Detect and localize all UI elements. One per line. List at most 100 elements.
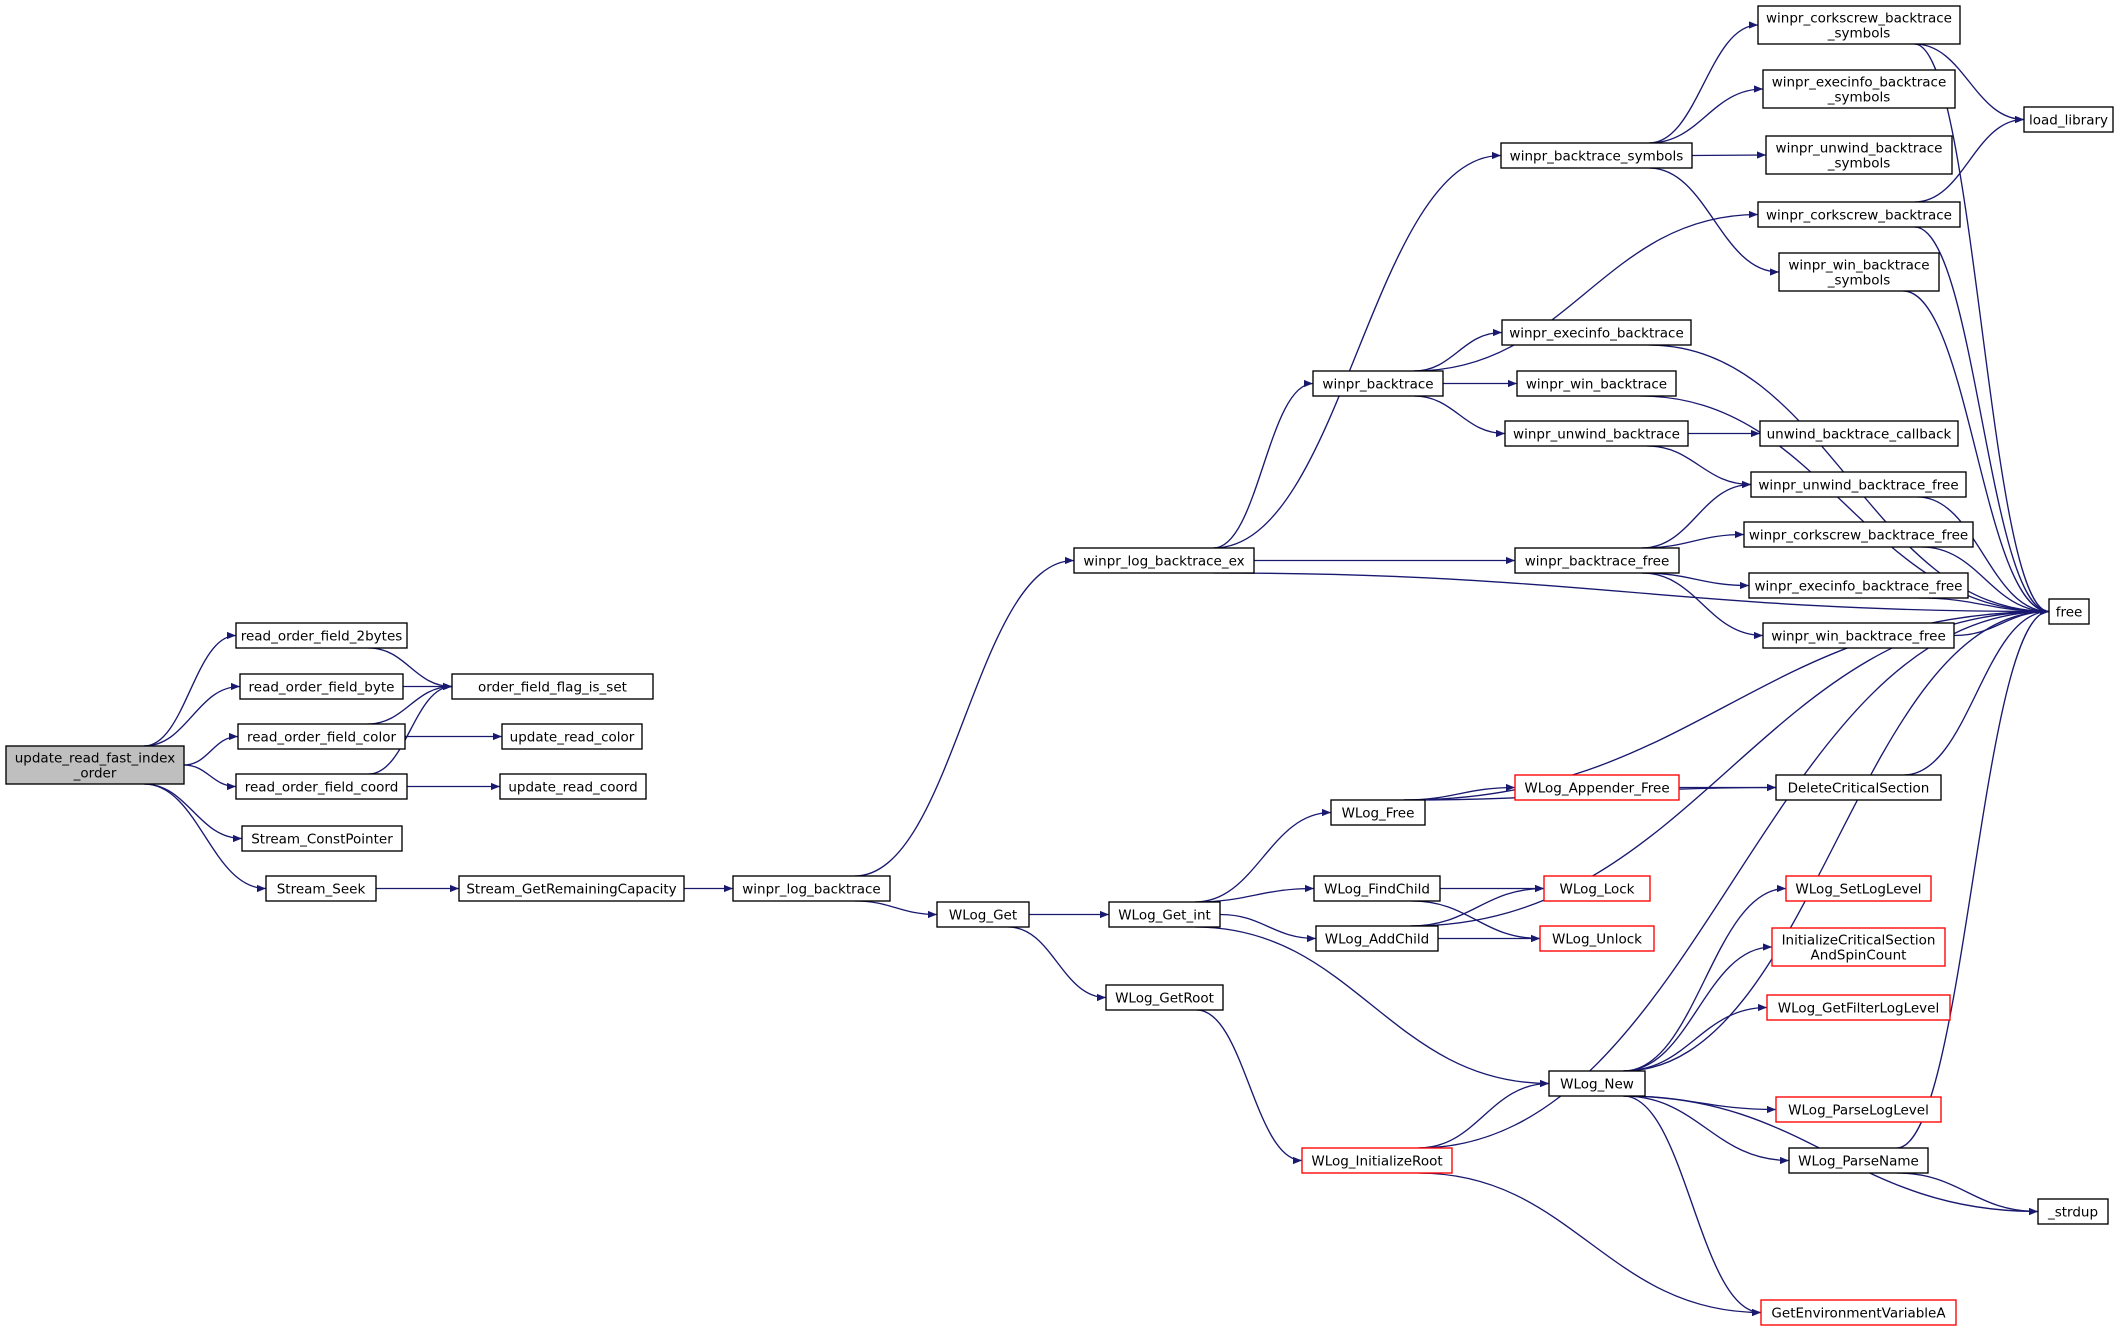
node-label: update_read_fast_index [15,751,176,767]
node-label: _order [73,766,117,782]
node-read-order-field-coord[interactable]: read_order_field_coord [235,773,408,800]
node-label: WLog_FindChild [1324,882,1430,898]
node-winpr-win-backtrace-symbols[interactable]: winpr_win_backtrace_symbols [1778,252,1940,292]
node-winpr-log-backtrace[interactable]: winpr_log_backtrace [732,875,891,902]
node-label: winpr_execinfo_backtrace [1772,75,1947,91]
node-winpr-execinfo-backtrace-symbols[interactable]: winpr_execinfo_backtrace_symbols [1762,69,1956,109]
node-label: update_read_color [510,730,635,746]
node-label: _strdup [2047,1205,2098,1221]
node-wlog-setloglevel[interactable]: WLog_SetLogLevel [1785,875,1932,902]
node-box [1514,774,1680,801]
node-winpr-win-backtrace-free[interactable]: winpr_win_backtrace_free [1762,622,1955,649]
node-read-order-field-byte[interactable]: read_order_field_byte [239,673,404,700]
edge-wlog-initializeroot-to-getenvironmentvariablea [1418,1172,1762,1317]
node-getenvironmentvariablea[interactable]: GetEnvironmentVariableA [1760,1299,1957,1326]
node-stream-getremainingcapacity[interactable]: Stream_GetRemainingCapacity [458,875,685,902]
node-winpr-backtrace[interactable]: winpr_backtrace [1312,370,1444,397]
node-box [501,723,643,750]
node-box [732,875,891,902]
node-load-library[interactable]: load_library [2023,106,2114,133]
node-update-read-coord[interactable]: update_read_coord [499,773,647,800]
node-label: winpr_backtrace_free [1525,554,1670,570]
node-winpr-backtrace-free[interactable]: winpr_backtrace_free [1514,547,1680,574]
node-box [1759,420,1959,447]
node-winpr-execinfo-backtrace[interactable]: winpr_execinfo_backtrace [1501,319,1692,346]
edge-winpr-backtrace-symbols-to-winpr-unwind-backtrace-symbols [1691,151,1767,159]
node-label: _symbols [1827,26,1891,42]
node-box [1766,994,1951,1021]
node-label: WLog_InitializeRoot [1311,1154,1442,1170]
edge-wlog-get-to-wlog-getroot [1008,926,1107,1002]
node-stream-seek[interactable]: Stream_Seek [265,875,377,902]
node-box [1539,925,1655,952]
node-order-field-flag-is-set[interactable]: order_field_flag_is_set [451,673,654,700]
node-winpr-corkscrew-backtrace[interactable]: winpr_corkscrew_backtrace [1757,201,1961,228]
node-box [936,901,1030,928]
node-winpr-corkscrew-backtrace-free[interactable]: winpr_corkscrew_backtrace_free [1743,521,1974,548]
node-wlog-parsename[interactable]: WLog_ParseName [1788,1147,1929,1174]
node-wlog-parseloglevel[interactable]: WLog_ParseLogLevel [1775,1096,1942,1123]
node-update-read-color[interactable]: update_read_color [501,723,643,750]
edge-winpr-log-backtrace-ex-to-winpr-backtrace [1213,379,1314,549]
node-box [1762,69,1956,109]
node-winpr-unwind-backtrace-symbols[interactable]: winpr_unwind_backtrace_symbols [1765,135,1953,175]
node-read-order-field-color[interactable]: read_order_field_color [237,723,406,750]
node-stream-constpointer[interactable]: Stream_ConstPointer [241,825,403,852]
node-box [1108,901,1221,928]
node-label: winpr_unwind_backtrace_free [1758,478,1958,494]
node-label: WLog_ParseLogLevel [1788,1103,1929,1119]
node-label: Stream_Seek [277,882,366,898]
node-free[interactable]: free [2048,598,2090,625]
node-label: unwind_backtrace_callback [1767,427,1952,443]
edge-wlog-getroot-to-wlog-initializeroot [1196,1009,1303,1165]
node-wlog-get[interactable]: WLog_Get [936,901,1030,928]
node-box [1757,201,1961,228]
edge-winpr-backtrace-to-winpr-unwind-backtrace [1413,395,1506,438]
node-label: WLog_New [1560,1077,1634,1093]
edge-wlog-new-to-wlog-setloglevel [1623,884,1787,1072]
node-winpr-corkscrew-backtrace-symbols[interactable]: winpr_corkscrew_backtrace_symbols [1757,5,1961,45]
node-box [1743,521,1974,548]
node-label: WLog_Appender_Free [1524,781,1669,797]
node-box [1785,875,1932,902]
node-winpr-log-backtrace-ex[interactable]: winpr_log_backtrace_ex [1073,547,1255,574]
node-label: winpr_backtrace_symbols [1510,149,1684,165]
node-winpr-unwind-backtrace[interactable]: winpr_unwind_backtrace [1504,420,1689,447]
node-label: WLog_SetLogLevel [1795,882,1921,898]
node-box [235,773,408,800]
node-wlog-findchild[interactable]: WLog_FindChild [1313,875,1441,902]
node-wlog-initializeroot[interactable]: WLog_InitializeRoot [1301,1147,1453,1174]
node-update-read-fast-index-order[interactable]: update_read_fast_index_order [5,745,185,785]
node-wlog-new[interactable]: WLog_New [1548,1070,1646,1097]
node-box [1765,135,1953,175]
edge-wlog-new-to-getenvironmentvariablea [1623,1095,1762,1317]
node-read-order-field-2bytes[interactable]: read_order_field_2bytes [235,622,408,649]
node-winpr-win-backtrace[interactable]: winpr_win_backtrace [1516,370,1677,397]
node-wlog-lock[interactable]: WLog_Lock [1543,875,1651,902]
edge-wlog-new-to-wlog-getfilterloglevel [1623,1003,1768,1072]
node-box [1504,420,1689,447]
node-wlog-appender-free[interactable]: WLog_Appender_Free [1514,774,1680,801]
node-strdup[interactable]: _strdup [2037,1198,2109,1225]
node-label: WLog_Unlock [1552,932,1642,948]
node-label: _symbols [1827,156,1891,172]
node-wlog-getroot[interactable]: WLog_GetRoot [1105,984,1224,1011]
node-label: free [2056,605,2083,621]
node-wlog-free[interactable]: WLog_Free [1330,799,1426,826]
node-wlog-unlock[interactable]: WLog_Unlock [1539,925,1655,952]
node-box [458,875,685,902]
node-label: winpr_win_backtrace_free [1771,629,1946,645]
node-winpr-backtrace-symbols[interactable]: winpr_backtrace_symbols [1500,142,1693,169]
node-wlog-getfilterloglevel[interactable]: WLog_GetFilterLogLevel [1766,994,1951,1021]
node-deletecriticalsection[interactable]: DeleteCriticalSection [1775,774,1942,801]
node-winpr-execinfo-backtrace-free[interactable]: winpr_execinfo_backtrace_free [1748,572,1969,599]
node-wlog-addchild[interactable]: WLog_AddChild [1315,925,1439,952]
node-unwind-backtrace-callback[interactable]: unwind_backtrace_callback [1759,420,1959,447]
edge-update-read-fast-index-order-to-read-order-field-2bytes [143,631,237,747]
node-box [1775,1096,1942,1123]
node-label: InitializeCriticalSection [1782,933,1936,949]
node-label: read_order_field_color [247,730,396,746]
node-wlog-get-int[interactable]: WLog_Get_int [1108,901,1221,928]
node-winpr-unwind-backtrace-free[interactable]: winpr_unwind_backtrace_free [1750,471,1967,498]
